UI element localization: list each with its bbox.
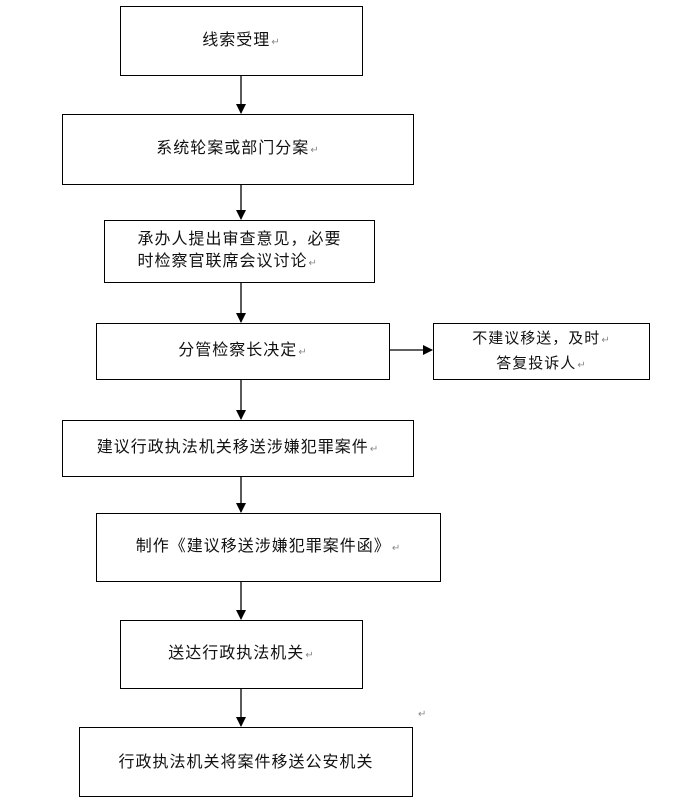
step-suggest-transfer: 建议行政执法机关移送涉嫌犯罪案件↵ bbox=[62, 420, 414, 477]
step-label: 建议行政执法机关移送涉嫌犯罪案件 bbox=[96, 437, 369, 456]
step-label: 制作《建议移送涉嫌犯罪案件函》 bbox=[135, 536, 391, 555]
paragraph-mark-icon: ↵ bbox=[310, 145, 320, 156]
step-chief-decision: 分管检察长决定↵ bbox=[96, 323, 390, 380]
paragraph-mark-icon: ↵ bbox=[418, 709, 427, 720]
step-label: 线索受理 bbox=[202, 29, 271, 49]
paragraph-mark-icon: ↵ bbox=[369, 444, 380, 455]
step-label: 系统轮案或部门分案 bbox=[156, 138, 310, 157]
step-label-line-2: 答复投诉人 bbox=[496, 353, 577, 372]
paragraph-mark-icon: ↵ bbox=[601, 334, 611, 346]
paragraph-mark-icon: ↵ bbox=[298, 347, 308, 358]
step-clue-acceptance: 线索受理↵ bbox=[120, 6, 363, 76]
step-review-opinion: 承办人提出审查意见，必要 时检察官联席会议讨论↵ bbox=[104, 220, 375, 283]
step-label-line-1: 承办人提出审查意见，必要 bbox=[137, 229, 342, 248]
step-draft-letter: 制作《建议移送涉嫌犯罪案件函》↵ bbox=[96, 513, 441, 582]
step-deliver-agency: 送达行政执法机关↵ bbox=[120, 620, 363, 689]
step-case-assignment: 系统轮案或部门分案↵ bbox=[62, 114, 414, 185]
paragraph-mark-icon: ↵ bbox=[391, 543, 402, 554]
paragraph-mark-icon: ↵ bbox=[271, 36, 281, 48]
step-no-transfer-reply: 不建议移送，及时↵ 答复投诉人↵ bbox=[433, 323, 650, 380]
step-label-line-2: 时检察官联席会议讨论 bbox=[137, 251, 308, 270]
paragraph-mark-icon: ↵ bbox=[577, 359, 587, 371]
step-label: 分管检察长决定 bbox=[178, 340, 298, 359]
step-agency-transfers-police: 行政执法机关将案件移送公安机关 bbox=[79, 727, 413, 797]
step-label: 行政执法机关将案件移送公安机关 bbox=[118, 752, 374, 771]
paragraph-mark-icon: ↵ bbox=[305, 650, 315, 661]
paragraph-mark-icon: ↵ bbox=[308, 258, 318, 269]
step-label-line-1: 不建议移送，及时 bbox=[472, 328, 601, 347]
step-label: 送达行政执法机关 bbox=[168, 643, 305, 662]
